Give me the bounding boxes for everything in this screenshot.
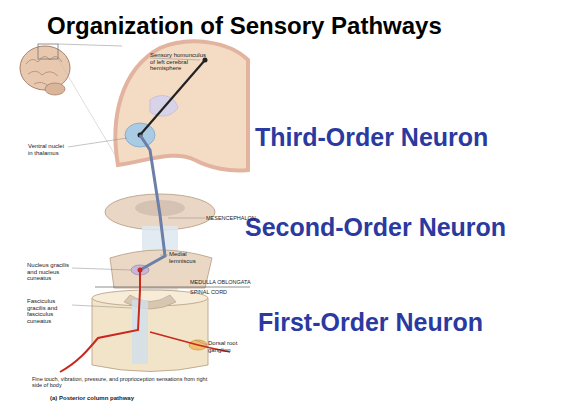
leader-line	[68, 138, 127, 147]
note-label: Fine touch, vibration, pressure, and pro…	[32, 376, 212, 388]
level-label: MESENCEPHALON	[206, 215, 256, 221]
gray-matter	[124, 295, 176, 309]
figure-caption-label: (a) Posterior column pathway	[50, 395, 134, 402]
brain-gyri	[26, 56, 62, 86]
neuron-heading: First-Order Neuron	[258, 308, 483, 336]
first-order-neuron	[60, 270, 140, 372]
cerebral-section	[115, 41, 248, 170]
leader-line	[168, 218, 205, 219]
section-leader	[58, 59, 118, 160]
section-leader	[58, 44, 122, 46]
medial-lemniscus	[140, 135, 165, 270]
leader-line	[195, 340, 207, 345]
brain-thumbnail	[20, 46, 70, 90]
region-label: Nucleus gracilis and nucleus cuneatus	[27, 262, 72, 282]
leader-line	[160, 255, 168, 256]
synapse	[138, 268, 143, 273]
cerebellum	[45, 83, 65, 95]
neuron-ending	[203, 58, 208, 63]
region-label: Dorsal root ganglion	[208, 340, 242, 353]
region-label: Ventral nuclei in thalamus	[28, 143, 68, 156]
region-label: Sensory homunculus of left cerebral hemi…	[150, 52, 212, 72]
neuron-heading: Second-Order Neuron	[245, 213, 506, 241]
section-frame	[38, 44, 58, 59]
level-label: MEDULLA OBLONGATA	[190, 279, 251, 285]
neuron-heading: Third-Order Neuron	[255, 123, 488, 151]
level-label: SPINAL CORD	[190, 289, 227, 295]
level-divider	[95, 287, 250, 288]
region-label: Fasciculus gracilis and fasciculus cunea…	[27, 298, 72, 325]
leader-line	[72, 305, 132, 308]
leader-line	[72, 268, 131, 270]
diagram-title: Organization of Sensory Pathways	[47, 13, 442, 40]
region-label: Medial lemniscus	[169, 251, 203, 264]
